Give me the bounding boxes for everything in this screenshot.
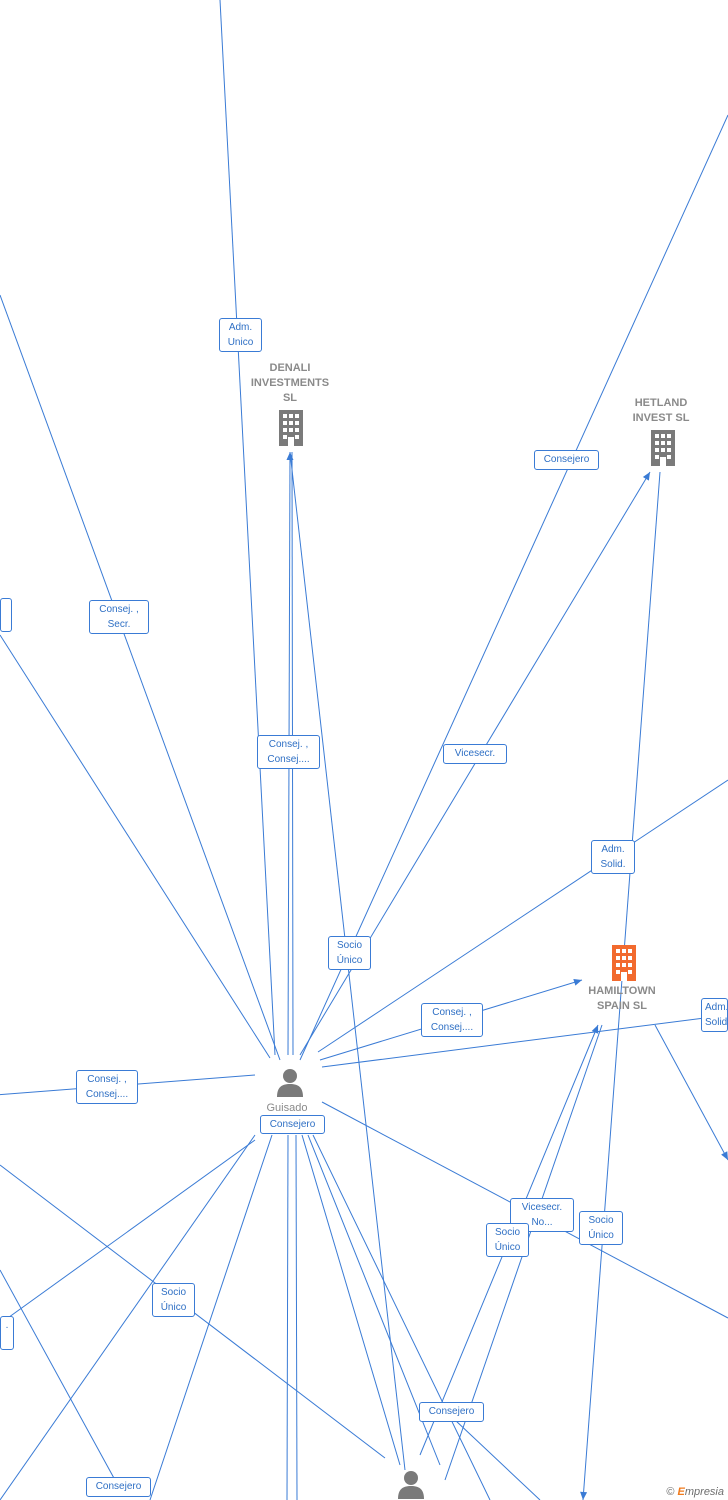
relation-label[interactable]: . [0,1316,14,1350]
edge-arrowhead [642,472,650,481]
edge-arrowhead [580,1491,588,1500]
person-icon[interactable] [276,1067,304,1097]
relation-label[interactable]: Adm.Solid. [701,998,728,1032]
relation-edge [0,294,281,1061]
relation-label[interactable]: Vicesecr. [443,744,507,764]
company-name-denali[interactable]: DENALI INVESTMENTS SL [250,362,330,404]
relation-label[interactable]: Consej. ,Consej.... [257,735,320,769]
relation-edge [654,1024,728,1161]
relation-label[interactable]: Consejero [86,1477,151,1497]
edge-arrowhead [573,978,582,986]
relation-edge [149,1134,273,1500]
relation-edge [286,1134,289,1500]
building-icon[interactable] [276,410,306,446]
edge-arrowhead [591,1025,599,1034]
relation-edge [295,1134,298,1500]
relation-edge [0,1134,256,1500]
relation-label[interactable]: Consej. ,Secr. [89,600,149,634]
relation-edge [0,1269,116,1481]
relation-label[interactable]: Consejero [534,450,599,470]
relation-label[interactable]: Consej. ,Consej.... [421,1003,483,1037]
relation-label[interactable]: Adm.Solid. [591,840,635,874]
relation-edge [454,1419,541,1500]
building-icon[interactable] [648,430,678,466]
edge-arrowhead [721,1151,728,1160]
relation-edge [317,779,728,1053]
relation-edge [307,1134,441,1466]
person-name-guisado[interactable]: Guisado [266,1102,308,1114]
company-name-hetland[interactable]: HETLAND INVEST SL [632,397,690,424]
empresia-logo: © Empresia [666,1486,724,1498]
relation-edge [219,0,276,1056]
relation-edge [299,114,728,1061]
relation-edge [4,1139,256,1321]
person-icon[interactable] [397,1469,425,1499]
relation-label[interactable]: Consejero [419,1402,484,1422]
relation-edge [582,471,661,1500]
relation-edge [301,1134,401,1466]
relation-label[interactable]: Adm.Unico [219,318,262,352]
relation-label[interactable] [0,598,12,632]
relation-edge [321,1014,728,1068]
company-name-hamiltown[interactable]: HAMILTOWN SPAIN SL [588,985,656,1012]
relation-edge [312,1134,491,1500]
relation-edge [0,634,271,1059]
relation-label[interactable]: Consej. ,Consej.... [76,1070,138,1104]
relation-label[interactable]: Consejero [260,1115,325,1134]
building-icon-highlight[interactable] [609,945,639,981]
